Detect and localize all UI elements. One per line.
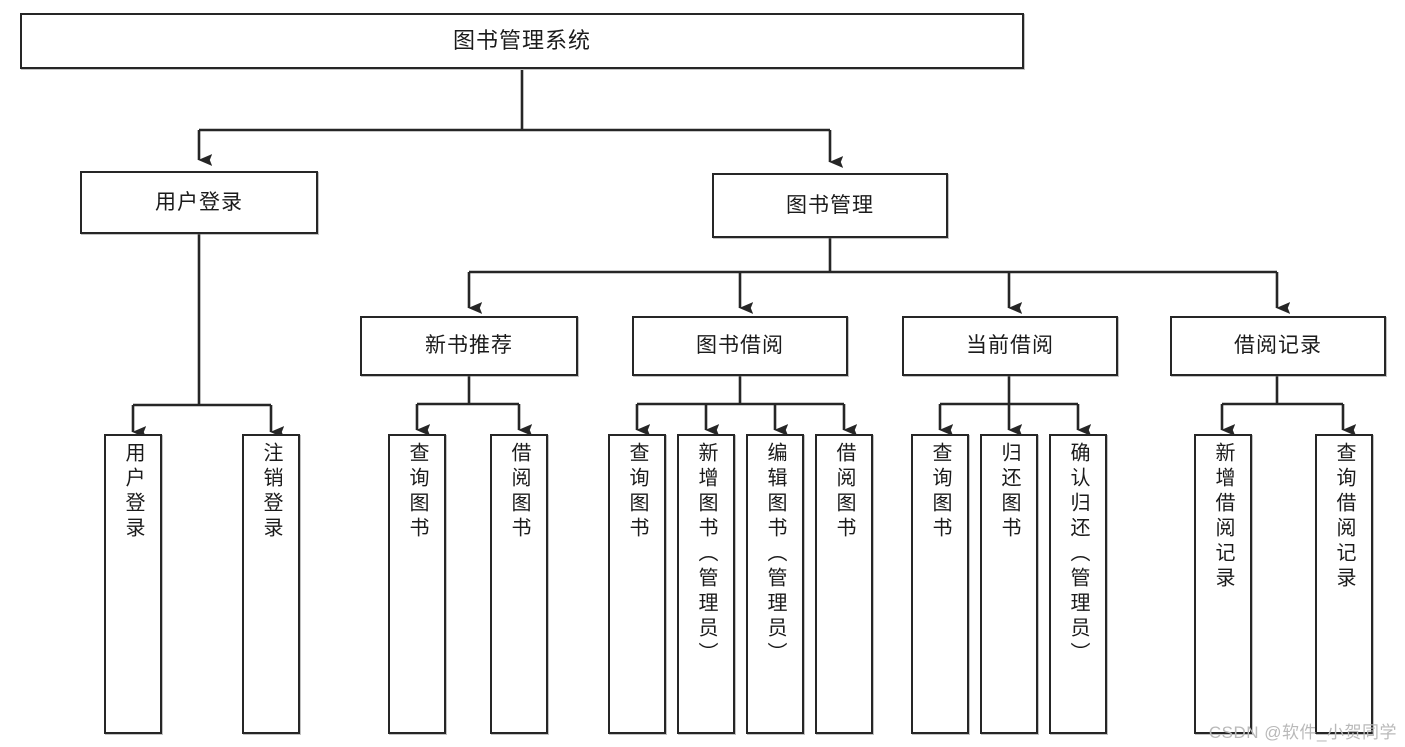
leaf-label: 借阅图书 (508, 442, 530, 542)
leaf-query-book-borrow[interactable]: 查询图书 (608, 434, 666, 734)
leaf-borrow-book[interactable]: 借阅图书 (815, 434, 873, 734)
leaf-label: 注销登录 (260, 442, 282, 542)
node-label: 图书管理系统 (452, 27, 591, 53)
node-label: 借阅记录 (1234, 334, 1322, 358)
leaf-confirm-return-admin[interactable]: 确认归还（管理员） (1049, 434, 1107, 734)
leaf-label: 查询图书 (626, 442, 648, 542)
csdn-watermark: CSDN @软件_小贺同学 (1208, 723, 1397, 742)
leaf-user-login[interactable]: 用户登录 (104, 434, 162, 734)
leaf-label: 用户登录 (122, 442, 144, 542)
node-label: 图书管理 (786, 193, 874, 217)
node-current-borrow[interactable]: 当前借阅 (902, 316, 1118, 376)
node-new-book-recommend[interactable]: 新书推荐 (360, 316, 578, 376)
leaf-borrow-book-recommend[interactable]: 借阅图书 (490, 434, 548, 734)
leaf-label: 确认归还（管理员） (1067, 442, 1089, 667)
leaf-return-book[interactable]: 归还图书 (980, 434, 1038, 734)
node-label: 新书推荐 (425, 334, 513, 358)
node-label: 当前借阅 (966, 334, 1054, 358)
node-borrow-record[interactable]: 借阅记录 (1170, 316, 1386, 376)
leaf-edit-book-admin[interactable]: 编辑图书（管理员） (746, 434, 804, 734)
leaf-label: 借阅图书 (833, 442, 855, 542)
leaf-label: 编辑图书（管理员） (764, 442, 786, 667)
leaf-query-book-current[interactable]: 查询图书 (911, 434, 969, 734)
node-book-management[interactable]: 图书管理 (712, 173, 948, 238)
node-label: 图书借阅 (696, 334, 784, 358)
leaf-add-book-admin[interactable]: 新增图书（管理员） (677, 434, 735, 734)
node-book-borrow[interactable]: 图书借阅 (632, 316, 848, 376)
node-label: 用户登录 (155, 190, 243, 214)
leaf-label: 新增图书（管理员） (695, 442, 717, 667)
leaf-query-book-recommend[interactable]: 查询图书 (388, 434, 446, 734)
leaf-query-borrow-record[interactable]: 查询借阅记录 (1315, 434, 1373, 734)
leaf-label: 查询图书 (929, 442, 951, 542)
node-user-login[interactable]: 用户登录 (80, 171, 318, 234)
leaf-label: 新增借阅记录 (1212, 442, 1234, 592)
node-root-book-management-system[interactable]: 图书管理系统 (20, 13, 1024, 69)
leaf-label: 查询图书 (406, 442, 428, 542)
leaf-label: 查询借阅记录 (1333, 442, 1355, 592)
leaf-label: 归还图书 (998, 442, 1020, 542)
leaf-logout-login[interactable]: 注销登录 (242, 434, 300, 734)
leaf-add-borrow-record[interactable]: 新增借阅记录 (1194, 434, 1252, 734)
